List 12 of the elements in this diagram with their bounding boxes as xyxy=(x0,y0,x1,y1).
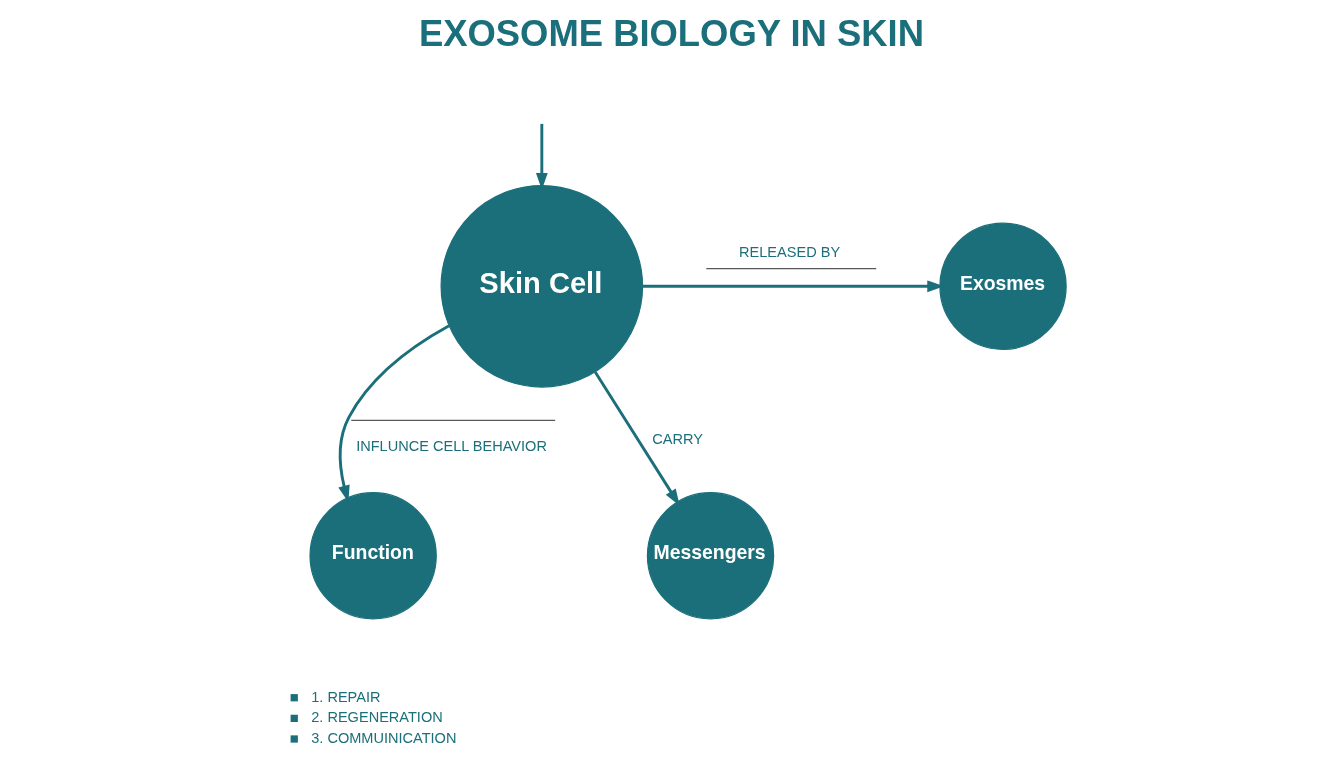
diagram-title: EXOSOME BIOLOGY IN SKIN xyxy=(418,12,925,54)
node-label: 3. COMMUINICATION xyxy=(311,729,457,746)
node-label: 1. REPAIR xyxy=(311,688,381,705)
arrow xyxy=(594,371,680,506)
edge-label: CARRY xyxy=(652,430,703,447)
node-label: 2. REGENERATION xyxy=(311,709,443,726)
edge-label: INFLUNCE CELL BEHAVIOR xyxy=(356,438,547,455)
node-circle: Messengers xyxy=(646,492,775,620)
node-circle: Skin Cell xyxy=(440,184,644,388)
node-circle: Exosmes xyxy=(939,222,1067,350)
node-circle: Function xyxy=(309,492,437,620)
edge-label: RELEASED BY xyxy=(739,244,841,261)
